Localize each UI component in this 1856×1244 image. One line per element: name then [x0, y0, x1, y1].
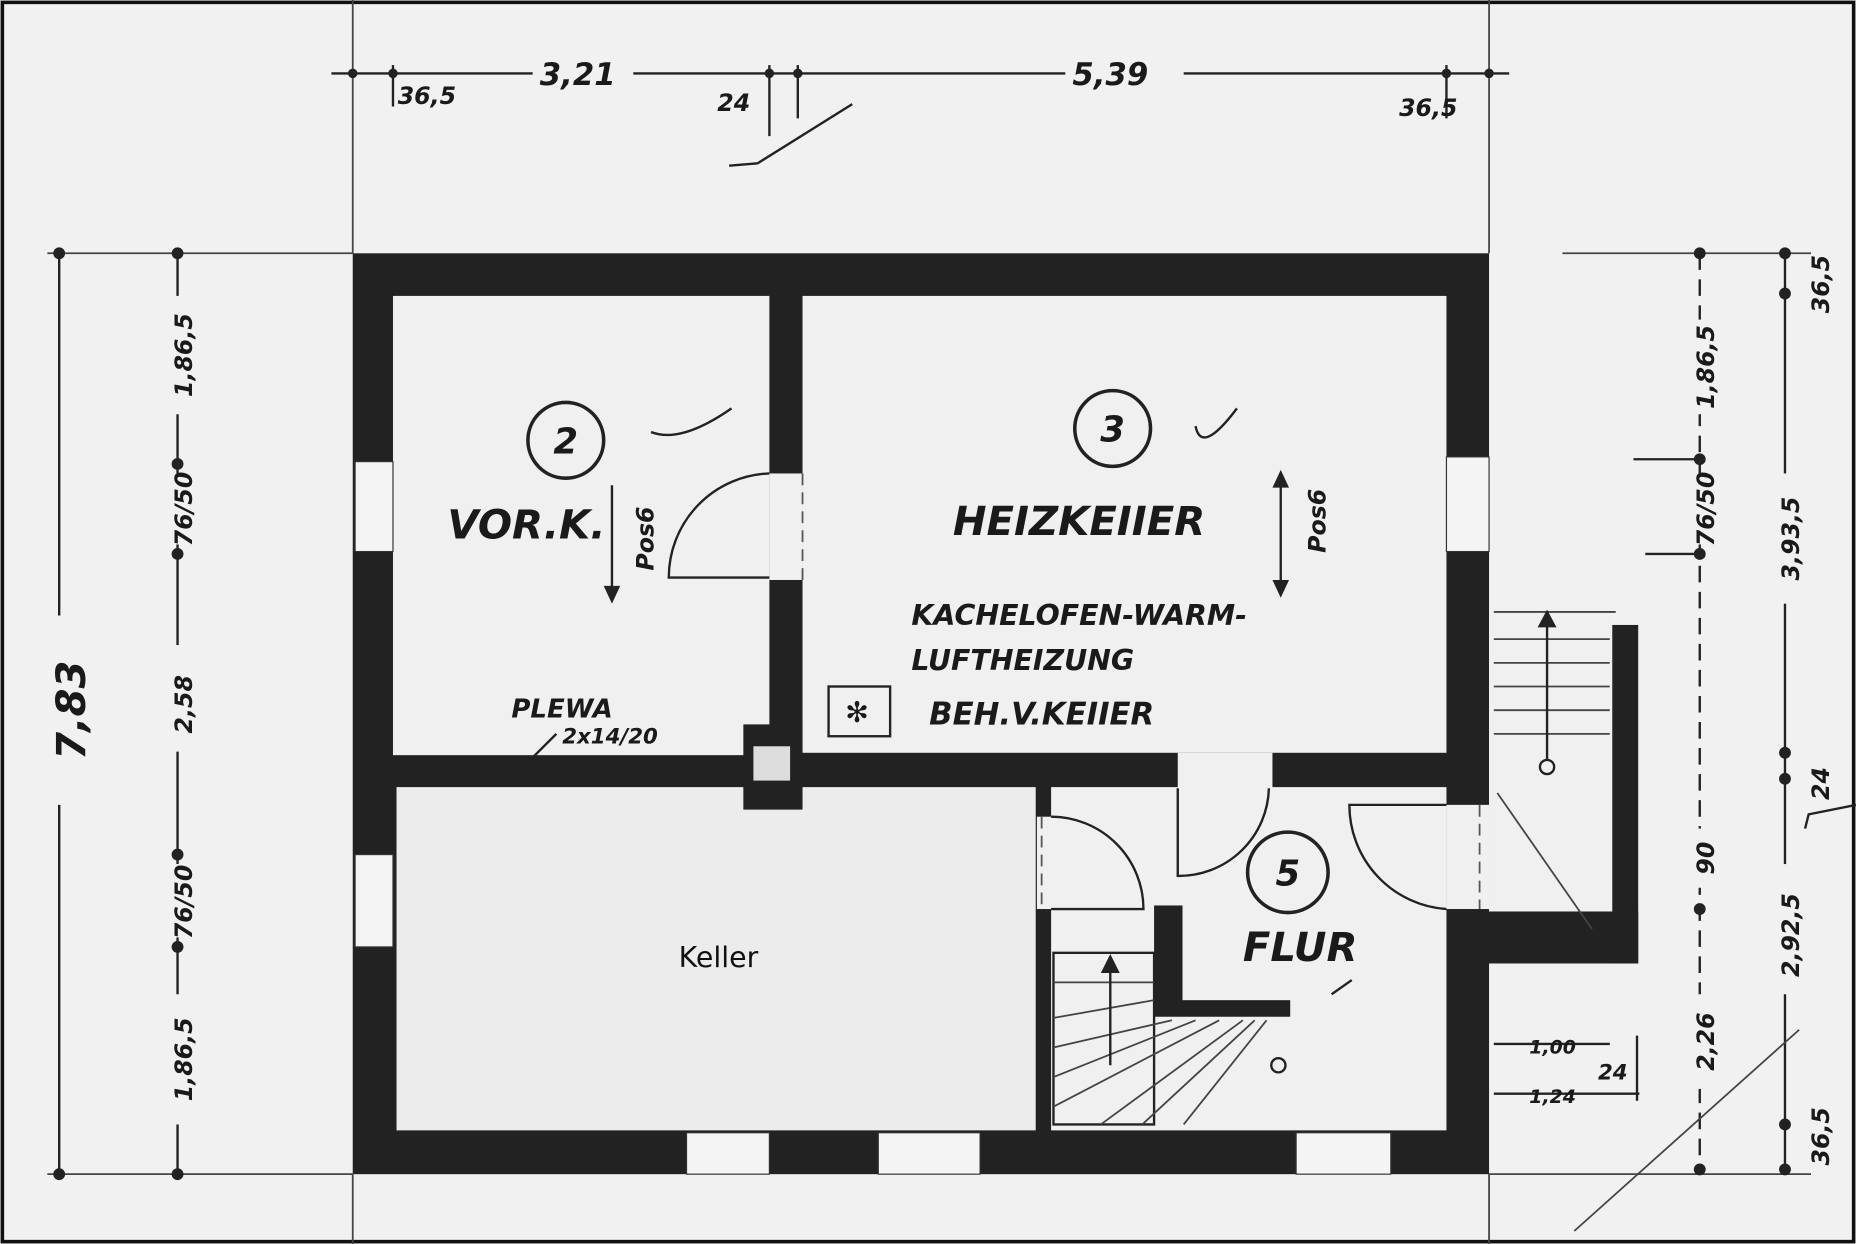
room-keller-label: Keller	[679, 941, 759, 974]
chimney-size: 2x14/20	[562, 724, 658, 749]
dim-stair: 24	[1598, 1060, 1628, 1085]
room-name: FLUR	[1243, 925, 1358, 971]
heating-note: LUFTHEIZUNG	[911, 644, 1134, 677]
room-number: 3	[1100, 409, 1125, 450]
dim-right-inner: 2,26	[1692, 1012, 1720, 1070]
dim-right-inner: 90	[1692, 842, 1720, 875]
room-number: 5	[1275, 853, 1300, 894]
stair-dimensions: 1,00 24 1,24	[1493, 1035, 1640, 1108]
pos-label: Pos6	[1304, 489, 1332, 553]
door-swings	[667, 472, 1481, 911]
dim-stair: 1,24	[1529, 1086, 1576, 1108]
extension-lines	[47, 0, 1812, 1244]
dim-top-wall-left: 36,5	[398, 82, 456, 110]
dim-right-outer: 24	[1807, 767, 1835, 800]
pos-label: Pos6	[631, 506, 659, 570]
dim-right-outer: 3,93,5	[1777, 497, 1805, 581]
dim-right-outer: 36,5	[1807, 255, 1835, 313]
dim-left-part: 2,58	[170, 675, 198, 733]
dim-left-part: 76/50	[170, 472, 198, 546]
dim-right-outer: 2,92,5	[1777, 893, 1805, 977]
dim-right-outer: 36,5	[1807, 1107, 1835, 1165]
dim-left-total: 7,83	[49, 661, 95, 760]
room-2: 2 VOR.K. Pos6	[447, 400, 733, 604]
dim-left-part: 1,86,5	[170, 1017, 198, 1101]
walls	[352, 253, 1639, 1175]
room-name: VOR.K.	[447, 503, 605, 549]
heating-note: BEH.V.KEIIER	[929, 696, 1154, 732]
dim-stair: 1,00	[1529, 1036, 1576, 1058]
asterisk-icon: ✻	[845, 696, 869, 729]
room-name: HEIZKEIIER	[953, 499, 1205, 545]
chimney-label: PLEWA	[511, 694, 612, 724]
room-3: 3 HEIZKEIIER Pos6 KACHELOFEN-WARM- LUFTH…	[827, 388, 1332, 738]
dim-left-part: 1,86,5	[170, 313, 198, 397]
top-dimension-chain: 36,5 3,21 24 5,39 36,5	[331, 57, 1510, 167]
dim-top-3-21: 3,21	[540, 57, 616, 93]
dim-left-part: 76/50	[170, 865, 198, 939]
heating-note: KACHELOFEN-WARM-	[911, 599, 1247, 632]
room-5: 5 FLUR	[1243, 830, 1358, 996]
dim-top-5-39: 5,39	[1072, 57, 1148, 93]
furnace-symbol	[827, 685, 892, 738]
stairs	[1052, 609, 1616, 1126]
dim-right-inner: 76/50	[1692, 472, 1720, 546]
dim-right-inner: 1,86,5	[1692, 325, 1720, 409]
dim-top-wall-right: 36,5	[1399, 94, 1457, 122]
left-dimension-chain: 7,83 1,86,5 76/50 2,58 76/50 1,86,5	[41, 247, 198, 1181]
right-dimension-chain: 1,86,5 76/50 90 2,26 36,5 3,93,5 24 2,92…	[1573, 247, 1856, 1232]
chimney-note: PLEWA 2x14/20	[508, 694, 792, 783]
room-number: 2	[553, 421, 578, 462]
dim-top-24: 24	[717, 89, 750, 117]
